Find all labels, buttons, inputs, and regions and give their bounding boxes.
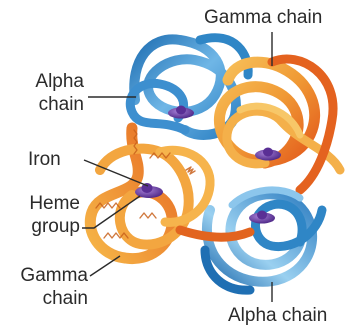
label-alpha-chain-bottom: Alpha chain [228,304,327,327]
label-heme-group: Heme group [10,192,80,238]
label-gamma-chain-bottom-line1: Gamma [2,264,88,287]
heme-group-upper-right [255,148,281,161]
label-alpha-chain-left: Alpha chain [14,70,84,116]
label-heme-group-line1: Heme [10,192,80,215]
label-gamma-chain-bottom-line2: chain [2,287,88,310]
label-gamma-chain-bottom: Gamma chain [2,264,88,310]
heme-group-lower-right [249,211,275,224]
leader-gamma-bottom [90,256,120,276]
gamma-chain-upper-right [219,59,340,190]
label-iron: Iron [28,148,61,171]
label-gamma-chain-top: Gamma chain [204,6,322,29]
label-heme-group-line2: group [10,215,80,238]
label-alpha-chain-left-line1: Alpha [14,70,84,93]
label-alpha-chain-left-line2: chain [14,93,84,116]
